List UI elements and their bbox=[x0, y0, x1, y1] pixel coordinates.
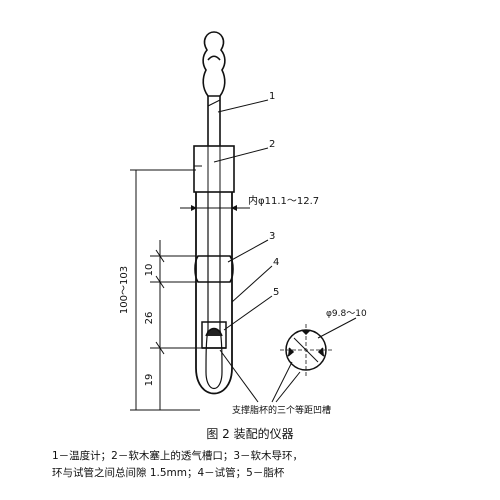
thermometer-inner bbox=[205, 192, 223, 390]
callout-3: 3 bbox=[269, 231, 275, 242]
dimension-bottom-label: 19 bbox=[144, 374, 155, 387]
dimension-total bbox=[130, 169, 200, 411]
thermometer-top-knob bbox=[202, 31, 226, 97]
callout-4: 4 bbox=[273, 257, 279, 268]
cup-diameter-dimension bbox=[293, 317, 357, 363]
inner-diameter-label: 内φ11.1～12.7 bbox=[248, 194, 319, 207]
dimension-segments bbox=[150, 240, 202, 410]
apparatus-diagram: 100～103 10 26 19 内φ11.1～12.7 1 2 3 4 5 bbox=[119, 31, 367, 416]
figure-caption: 图 2 装配的仪器 bbox=[206, 427, 294, 441]
test-tube bbox=[195, 192, 233, 395]
dimension-total-label: 100～103 bbox=[119, 266, 130, 314]
callout-2: 2 bbox=[269, 139, 275, 150]
cork-guide-ring bbox=[194, 255, 234, 283]
cork-stopper bbox=[193, 145, 235, 193]
grease-cup bbox=[201, 321, 227, 349]
dimension-ring-label: 10 bbox=[144, 264, 155, 277]
callout-5: 5 bbox=[273, 287, 279, 298]
groove-note: 支撑脂杯的三个等距凹槽 bbox=[232, 404, 331, 416]
cup-diameter-label: φ9.8～10 bbox=[326, 309, 367, 319]
callout-leaders bbox=[213, 99, 273, 331]
thermometer-stem bbox=[207, 96, 221, 146]
callout-1: 1 bbox=[269, 91, 275, 102]
groove-leaders bbox=[219, 349, 301, 403]
dimension-mid-label: 26 bbox=[144, 312, 155, 325]
legend-line-1: 1－温度计；2－软木塞上的透气槽口；3－软木导环， bbox=[52, 450, 304, 462]
legend-line-2: 环与试管之间总间隙 1.5mm；4－试管；5－脂杯 bbox=[52, 467, 285, 479]
